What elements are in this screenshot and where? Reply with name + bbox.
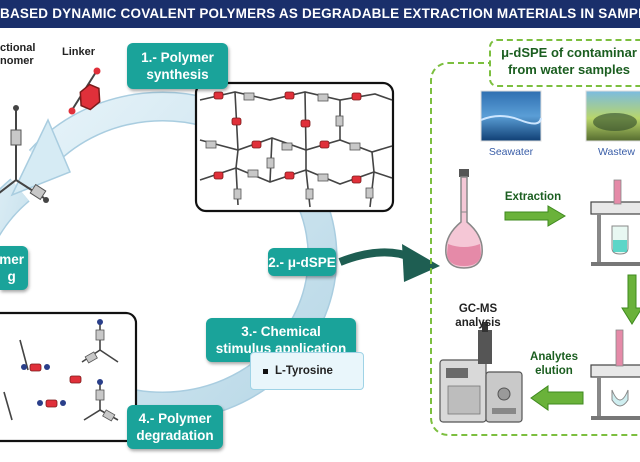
functional-monomer-label: ctional nomer — [0, 42, 36, 67]
bullet-icon — [263, 368, 268, 374]
linker-icon — [68, 67, 101, 115]
wastewater-label: Wastew — [598, 146, 635, 158]
right-panel-border — [430, 62, 640, 436]
seawater-photo — [480, 90, 542, 142]
stimulus-item: L-Tyrosine — [250, 352, 364, 390]
transfer-arrow — [338, 244, 440, 282]
elution-label: Analytes elution — [530, 351, 578, 377]
step4-polymer-degradation: 4.- Polymer degradation — [127, 405, 223, 449]
gc-ms-instrument-icon — [439, 322, 523, 423]
polymer-network — [194, 81, 395, 213]
extraction-label: Extraction — [504, 191, 562, 203]
step1-polymer-synthesis: 1.- Polymer synthesis — [127, 43, 228, 89]
banner: BASED DYNAMIC COVALENT POLYMERS AS DEGRA… — [0, 0, 640, 28]
wastewater-photo — [585, 90, 640, 142]
seawater-label: Seawater — [488, 146, 534, 158]
degraded-polymer — [0, 311, 138, 443]
gcms-label: GC-MS analysis — [455, 303, 501, 329]
step-recycling-partial: mer g — [0, 246, 28, 290]
monomer-icon — [0, 105, 49, 203]
step2-mu-dspe: 2.- μ-dSPE — [268, 248, 336, 276]
right-panel-title: μ-dSPE of contaminar from water samples — [489, 39, 640, 87]
flask-icon — [445, 169, 483, 269]
linker-label: Linker — [62, 46, 96, 58]
green-arrows — [504, 205, 640, 411]
extraction-setup-icon — [590, 179, 640, 420]
stimulus-item-label: L-Tyrosine — [275, 365, 333, 377]
banner-title: BASED DYNAMIC COVALENT POLYMERS AS DEGRA… — [0, 6, 640, 21]
